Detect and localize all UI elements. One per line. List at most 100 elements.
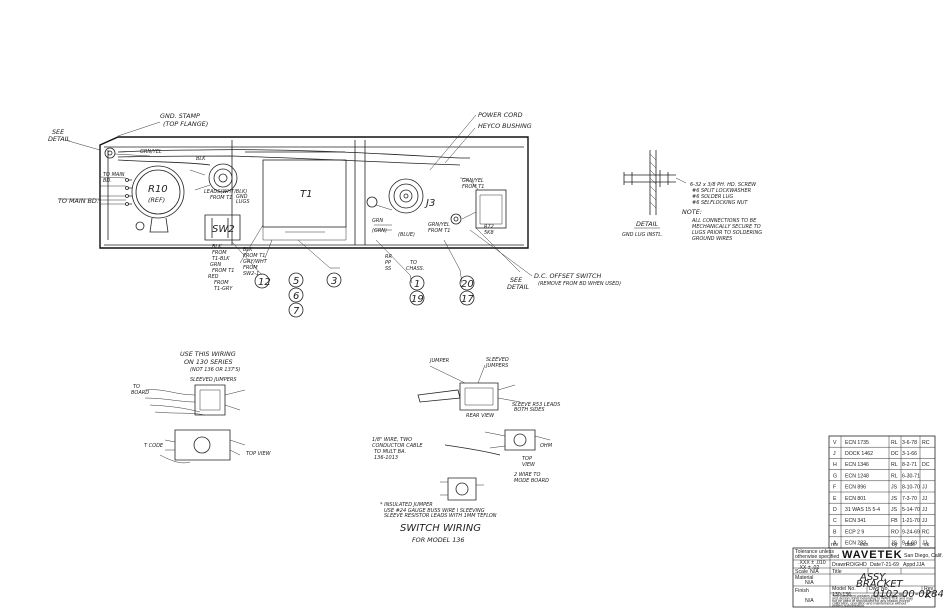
revision-by: DC [891, 451, 899, 457]
svg-text:GRN: GRN [210, 262, 221, 268]
svg-text:CONDUCTOR CABLE: CONDUCTOR CABLE [372, 443, 423, 449]
svg-text:#6 SPLIT LOCKWASHER: #6 SPLIT LOCKWASHER [692, 188, 751, 194]
svg-text:(GRN): (GRN) [372, 228, 387, 234]
svg-text:1/8" WIRE, TWO: 1/8" WIRE, TWO [372, 437, 412, 443]
svg-text:TO MULT BA.: TO MULT BA. [374, 449, 406, 455]
drawing-number: 0102-00-0284 [873, 589, 944, 600]
svg-text:BLK: BLK [243, 247, 253, 253]
svg-text:5K8: 5K8 [484, 230, 494, 236]
svg-text:GRN/YEL: GRN/YEL [462, 178, 484, 184]
left-ground-lug [104, 147, 151, 159]
svg-text:Drawn: Drawn [832, 562, 847, 568]
revision-ck: RC [922, 529, 930, 535]
svg-text:T1-BLK: T1-BLK [212, 256, 230, 262]
revision-ck: JJ [922, 518, 928, 524]
revision-by: JS [891, 507, 898, 513]
svg-text:Appd: Appd [903, 562, 915, 568]
sw2-switch: SW2 [189, 163, 241, 241]
svg-text:Material: Material [795, 575, 813, 581]
svg-text:7: 7 [293, 306, 300, 317]
svg-text:.XXX ± .010: .XXX ± .010 [798, 560, 826, 566]
revision-ltr: E [833, 496, 837, 502]
svg-text:BOTH SIDES: BOTH SIDES [514, 407, 545, 413]
svg-text:RR: RR [385, 254, 392, 260]
svg-text:.XX ± .02: .XX ± .02 [798, 565, 819, 571]
item-balloons: 12 5 6 7 3 1 19 20 17 [254, 272, 475, 318]
svg-text:(NOT 136 OR 137'S): (NOT 136 OR 137'S) [190, 367, 240, 373]
revision-ck: JJ [922, 507, 928, 513]
svg-text:SW2-1: SW2-1 [243, 271, 259, 277]
revision-date: 9-24-69 [902, 529, 920, 535]
revision-ltr: D [833, 507, 837, 513]
svg-text:#6 SOLDER LUG: #6 SOLDER LUG [692, 194, 733, 200]
svg-text:FROM T1: FROM T1 [243, 253, 265, 259]
revision-desc: ECN 1735 [845, 440, 869, 446]
svg-text:2 WIRE TO: 2 WIRE TO [514, 472, 540, 478]
svg-text:SLEEVE R53 LEADS: SLEEVE R53 LEADS [512, 402, 561, 408]
svg-text:DETAIL: DETAIL [48, 135, 71, 143]
revision-desc: DOCK 1462 [845, 451, 873, 457]
r10-label: R10 [148, 184, 168, 195]
svg-text:N/A: N/A [805, 598, 814, 604]
switch-wiring-title: SWITCH WIRING [400, 523, 481, 534]
r10-potentiometer: R10 (REF) [125, 165, 185, 233]
r72-label: R72 [484, 224, 494, 230]
svg-text:San Diego, Calif.: San Diego, Calif. [904, 553, 943, 559]
item-balloon: 12 [254, 273, 271, 289]
revision-ltr: J [833, 451, 836, 457]
item-balloon: 17 [459, 290, 475, 306]
svg-text:1: 1 [414, 279, 420, 290]
t1-label: T1 [300, 189, 312, 200]
svg-text:OHM: OHM [540, 443, 553, 449]
revision-ltr: B [833, 529, 837, 535]
svg-text:FROM: FROM [214, 280, 229, 286]
svg-text:(BLUE): (BLUE) [398, 232, 415, 238]
svg-text:RED: RED [208, 274, 219, 280]
svg-text:SLEEVE RESISTOR LEADS WITH 1MM: SLEEVE RESISTOR LEADS WITH 1MM TEFLON [384, 513, 497, 519]
svg-text:LUGS: LUGS [236, 199, 250, 205]
revision-ck: JJ [922, 496, 928, 502]
svg-text:17: 17 [461, 294, 474, 305]
svg-text:USE #24 GAUGE BUSS WIRE I SLEE: USE #24 GAUGE BUSS WIRE I SLEEVING [384, 508, 485, 514]
svg-text:Scale: Scale [795, 569, 808, 575]
revision-date: 1-21-70 [902, 518, 920, 524]
svg-text:BLK: BLK [212, 244, 222, 250]
svg-text:GND: GND [236, 194, 248, 200]
svg-text:ALL CONNECTIONS TO BE: ALL CONNECTIONS TO BE [691, 218, 757, 224]
sw2-label: SW2 [212, 224, 235, 235]
heyco-bushing-label: HEYCO BUSHING [478, 122, 532, 130]
svg-text:12: 12 [258, 277, 271, 288]
svg-text:TOP: TOP [522, 456, 532, 462]
svg-text:TO MAIN: TO MAIN [103, 172, 125, 178]
svg-text:LEADS(WHT/BLK): LEADS(WHT/BLK) [204, 189, 247, 195]
svg-text:T1-GRY: T1-GRY [214, 286, 233, 292]
svg-text:6-32 x 3/8 PH. HD. SCREW: 6-32 x 3/8 PH. HD. SCREW [690, 182, 757, 188]
svg-text:MECHANICALLY SECURE TO: MECHANICALLY SECURE TO [692, 224, 761, 230]
svg-text:Dwg No.: Dwg No. [869, 586, 889, 592]
main-assembly: R10 (REF) SW2 T1 [48, 111, 621, 318]
revision-ltr: G [833, 473, 837, 479]
svg-text:ck: ck [924, 542, 930, 548]
svg-text:T CODE: T CODE [144, 443, 164, 449]
svg-text:136-1013: 136-1013 [374, 455, 398, 461]
svg-text:PP: PP [385, 260, 391, 266]
main-wire-harness [98, 149, 470, 205]
svg-text:GRY/WHT: GRY/WHT [243, 259, 268, 265]
svg-text:BLK: BLK [196, 156, 206, 162]
see-detail-left-label: SEE [52, 128, 65, 136]
svg-text:GROUND WIRES: GROUND WIRES [692, 236, 733, 242]
svg-text:SLEEVED JUMPERS: SLEEVED JUMPERS [190, 377, 237, 383]
svg-text:#6 SELFLOCKING NUT: #6 SELFLOCKING NUT [692, 200, 748, 206]
revision-by: JS [891, 496, 898, 502]
svg-text:date: date [905, 542, 915, 548]
wavetek-logo: WAVETEK [842, 549, 903, 561]
svg-text:by: by [892, 542, 898, 548]
svg-text:(REMOVE FROM BD WHEN USED): (REMOVE FROM BD WHEN USED) [538, 281, 621, 287]
